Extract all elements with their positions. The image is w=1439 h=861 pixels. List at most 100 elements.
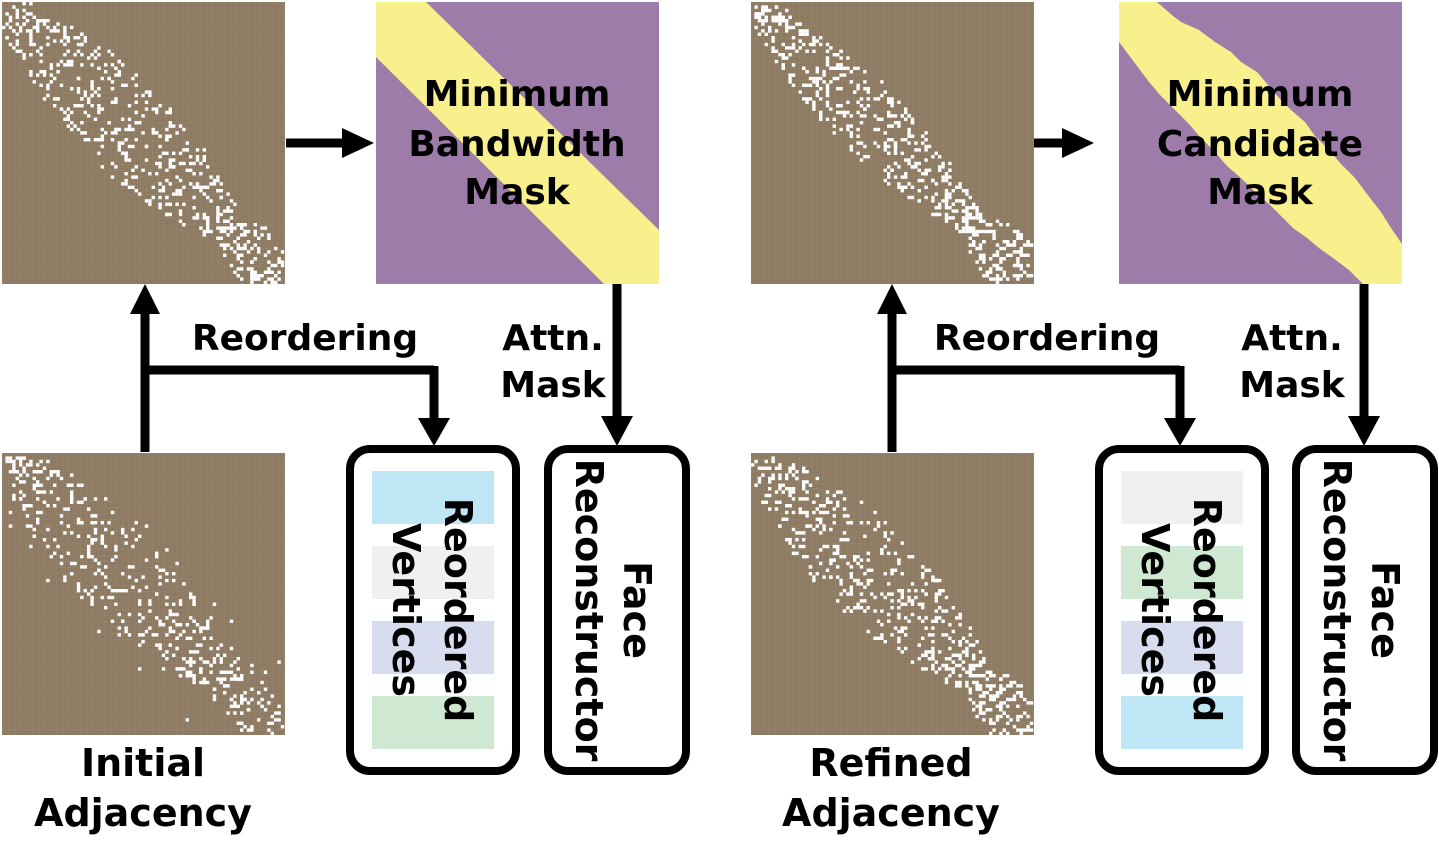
matrix-dot xyxy=(836,575,840,579)
matrix-dot xyxy=(764,500,768,504)
matrix-dot xyxy=(158,646,162,651)
matrix-dot xyxy=(168,161,172,166)
matrix-dot xyxy=(182,148,186,152)
matrix-dot xyxy=(144,107,149,111)
matrix-dot xyxy=(897,100,901,104)
matrix-dot xyxy=(168,134,172,138)
matrix-dot xyxy=(771,15,775,19)
matrix-dot xyxy=(253,223,257,227)
matrix-dot xyxy=(274,280,278,285)
matrix-dot xyxy=(985,670,989,674)
matrix-dot xyxy=(175,623,179,627)
matrix-dot xyxy=(87,555,91,559)
matrix-dot xyxy=(97,151,101,155)
matrix-dot xyxy=(15,39,19,43)
matrix-dot xyxy=(931,619,935,623)
matrix-dot xyxy=(168,182,172,186)
matrix-dot xyxy=(870,568,874,572)
matrix-dot xyxy=(774,59,779,64)
matrix-dot xyxy=(110,100,115,104)
matrix-dot xyxy=(825,510,830,515)
matrix-dot xyxy=(819,36,823,40)
matrix-dot xyxy=(80,565,84,569)
matrix-dot xyxy=(76,582,81,586)
matrix-dot xyxy=(819,531,823,535)
matrix-dot xyxy=(192,595,196,600)
matrix-dot xyxy=(127,104,132,108)
matrix-dot xyxy=(240,253,244,257)
matrix-dot xyxy=(781,517,785,521)
matrix-dot xyxy=(138,643,142,647)
matrix-dot xyxy=(39,510,43,515)
right-attn-label-line2: Mask xyxy=(1239,365,1346,406)
matrix-dot xyxy=(212,657,217,661)
matrix-dot xyxy=(97,93,101,98)
matrix-dot xyxy=(277,277,281,281)
matrix-dot xyxy=(59,521,64,525)
matrix-dot xyxy=(1012,250,1017,254)
matrix-dot xyxy=(941,161,945,166)
matrix-dot xyxy=(968,643,972,647)
matrix-dot xyxy=(975,229,979,234)
matrix-dot xyxy=(70,63,74,67)
right-face-label-line1: Face xyxy=(1363,561,1407,659)
matrix-dot xyxy=(968,687,972,691)
matrix-dot xyxy=(978,650,983,654)
matrix-dot xyxy=(178,124,183,128)
matrix-dot xyxy=(202,233,206,237)
matrix-dot xyxy=(19,490,23,494)
matrix-dot xyxy=(825,87,830,91)
matrix-dot xyxy=(893,551,898,555)
matrix-dot xyxy=(839,104,843,108)
right-reorder-branch xyxy=(892,365,1196,446)
mask-label-line3: Mask xyxy=(464,172,571,213)
matrix-dot xyxy=(22,15,26,19)
matrix-dot xyxy=(66,507,70,511)
matrix-dot xyxy=(978,267,983,271)
matrix-dot xyxy=(250,728,254,732)
matrix-dot xyxy=(910,599,915,603)
matrix-dot xyxy=(90,93,94,98)
matrix-dot xyxy=(788,538,792,542)
matrix-dot xyxy=(209,175,213,179)
matrix-dot xyxy=(189,660,193,664)
matrix-dot xyxy=(822,504,826,508)
matrix-dot xyxy=(880,592,884,596)
matrix-dot xyxy=(812,500,816,504)
matrix-dot xyxy=(904,626,908,630)
matrix-dot xyxy=(999,223,1003,227)
matrix-dot xyxy=(924,172,928,176)
matrix-dot xyxy=(165,616,169,620)
matrix-dot xyxy=(863,144,867,149)
matrix-dot xyxy=(59,107,64,111)
matrix-dot xyxy=(114,602,118,606)
matrix-dot xyxy=(29,73,33,77)
matrix-dot xyxy=(158,206,162,210)
matrix-dot xyxy=(219,195,223,200)
matrix-dot xyxy=(257,701,261,705)
matrix-dot xyxy=(127,185,132,189)
matrix-dot xyxy=(141,616,145,620)
matrix-dot xyxy=(1016,250,1020,254)
matrix-dot xyxy=(856,66,860,70)
matrix-dot xyxy=(982,660,986,664)
matrix-dot xyxy=(134,165,138,169)
matrix-dot xyxy=(771,19,775,23)
matrix-dot xyxy=(989,687,993,691)
matrix-dot xyxy=(1012,697,1017,702)
matrix-dot xyxy=(90,541,94,545)
matrix-dot xyxy=(863,114,867,118)
matrix-dot xyxy=(1012,243,1017,247)
matrix-dot xyxy=(19,49,23,53)
matrix-dot xyxy=(948,623,952,627)
matrix-dot xyxy=(8,456,13,460)
matrix-dot xyxy=(788,493,792,498)
matrix-dot xyxy=(223,226,227,230)
matrix-dot xyxy=(233,660,237,664)
matrix-dot xyxy=(138,534,142,538)
matrix-dot xyxy=(12,459,16,464)
matrix-dot xyxy=(764,19,768,23)
matrix-dot xyxy=(989,270,993,274)
matrix-dot xyxy=(836,548,840,552)
matrix-dot xyxy=(761,22,765,26)
